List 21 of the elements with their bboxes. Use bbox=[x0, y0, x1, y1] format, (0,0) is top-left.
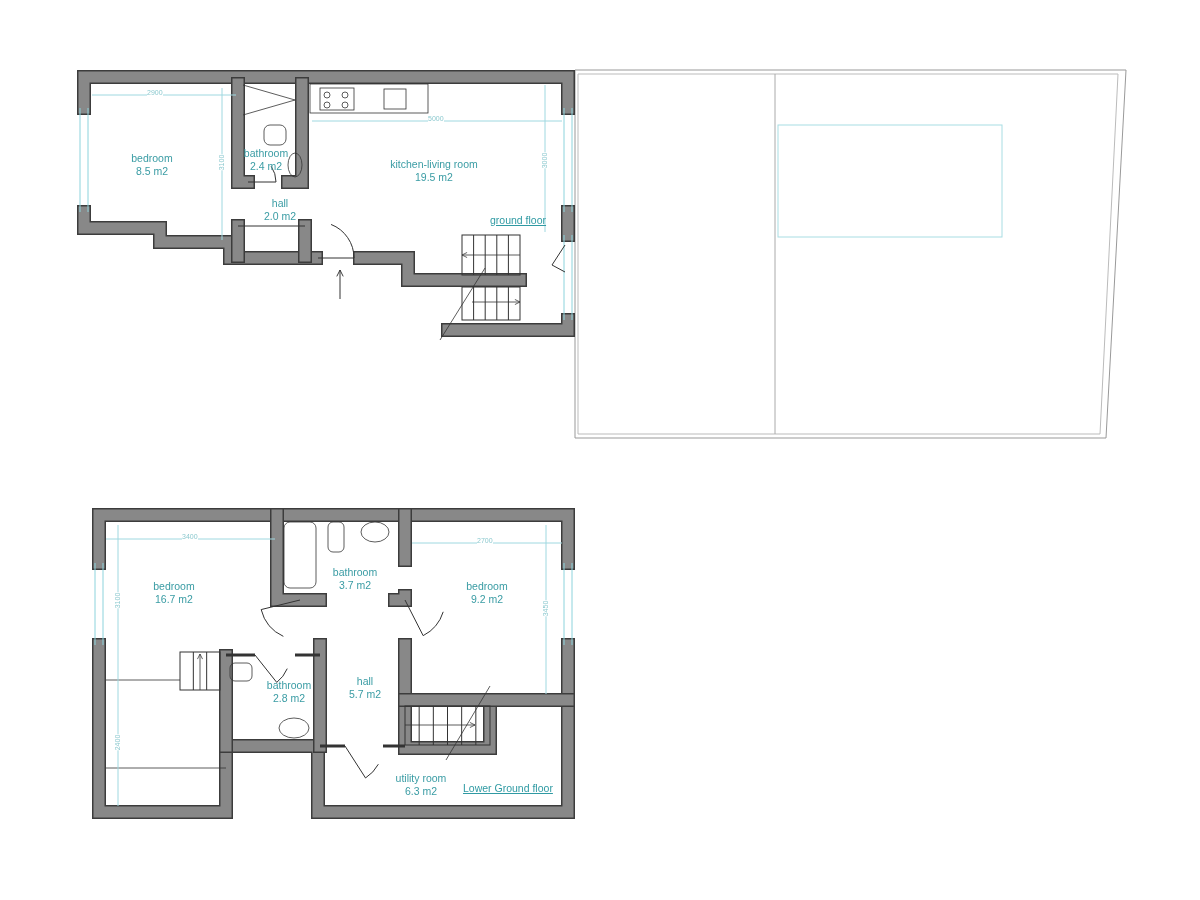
room-name: utility room bbox=[395, 772, 447, 784]
room-area: 19.5 m2 bbox=[415, 171, 453, 183]
room-area: 16.7 m2 bbox=[155, 593, 193, 605]
room-name: bedroom bbox=[131, 152, 173, 164]
room-name: bedroom bbox=[466, 580, 508, 592]
room-area: 2.0 m2 bbox=[263, 210, 297, 222]
room-name: hall bbox=[356, 675, 374, 687]
floor-title: Lower Ground floor bbox=[463, 782, 553, 794]
room-area: 5.7 m2 bbox=[348, 688, 382, 700]
room-area: 2.8 m2 bbox=[272, 692, 306, 704]
room-area: 8.5 m2 bbox=[135, 165, 169, 177]
room-area: 2.4 m2 bbox=[249, 160, 283, 172]
room-name: bathroom bbox=[266, 679, 312, 691]
room-name: kitchen-living room bbox=[390, 158, 478, 170]
room-name: bathroom bbox=[332, 566, 378, 578]
floor-title: ground floor bbox=[490, 214, 547, 226]
room-area: 9.2 m2 bbox=[470, 593, 504, 605]
room-name: bedroom bbox=[153, 580, 195, 592]
room-name: hall bbox=[271, 197, 289, 209]
room-area: 3.7 m2 bbox=[338, 579, 372, 591]
room-area: 6.3 m2 bbox=[404, 785, 438, 797]
